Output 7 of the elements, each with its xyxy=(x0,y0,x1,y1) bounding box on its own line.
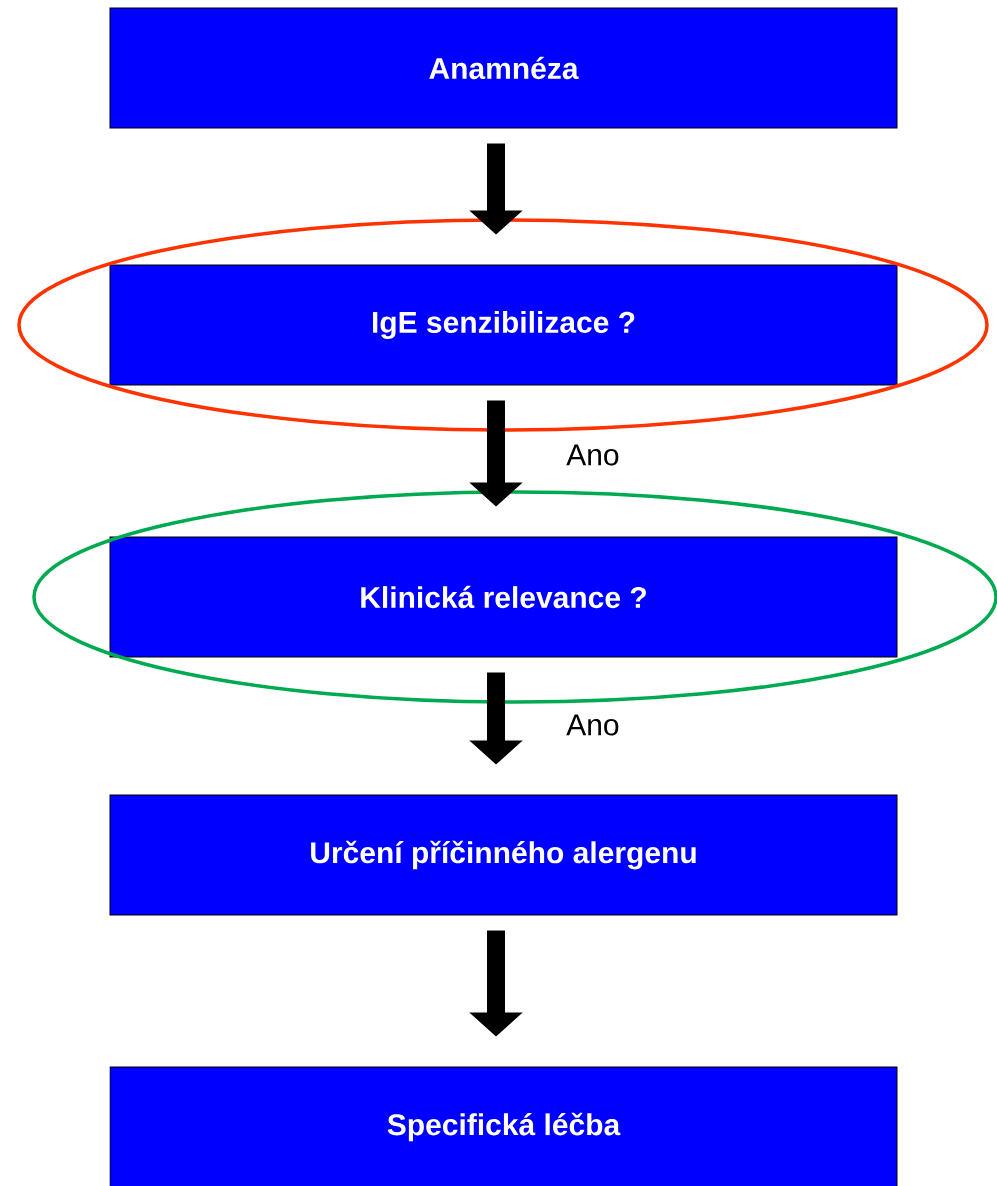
process-box: Klinická relevance ? xyxy=(109,536,898,658)
process-box: IgE senzibilizace ? xyxy=(109,264,898,386)
edge-label: Ano xyxy=(565,443,621,467)
edge-label: Ano xyxy=(565,713,621,737)
process-box: Určení příčinného alergenu xyxy=(109,794,898,916)
process-box: Anamnéza xyxy=(109,7,898,129)
process-box: Specifická léčba xyxy=(109,1066,898,1186)
